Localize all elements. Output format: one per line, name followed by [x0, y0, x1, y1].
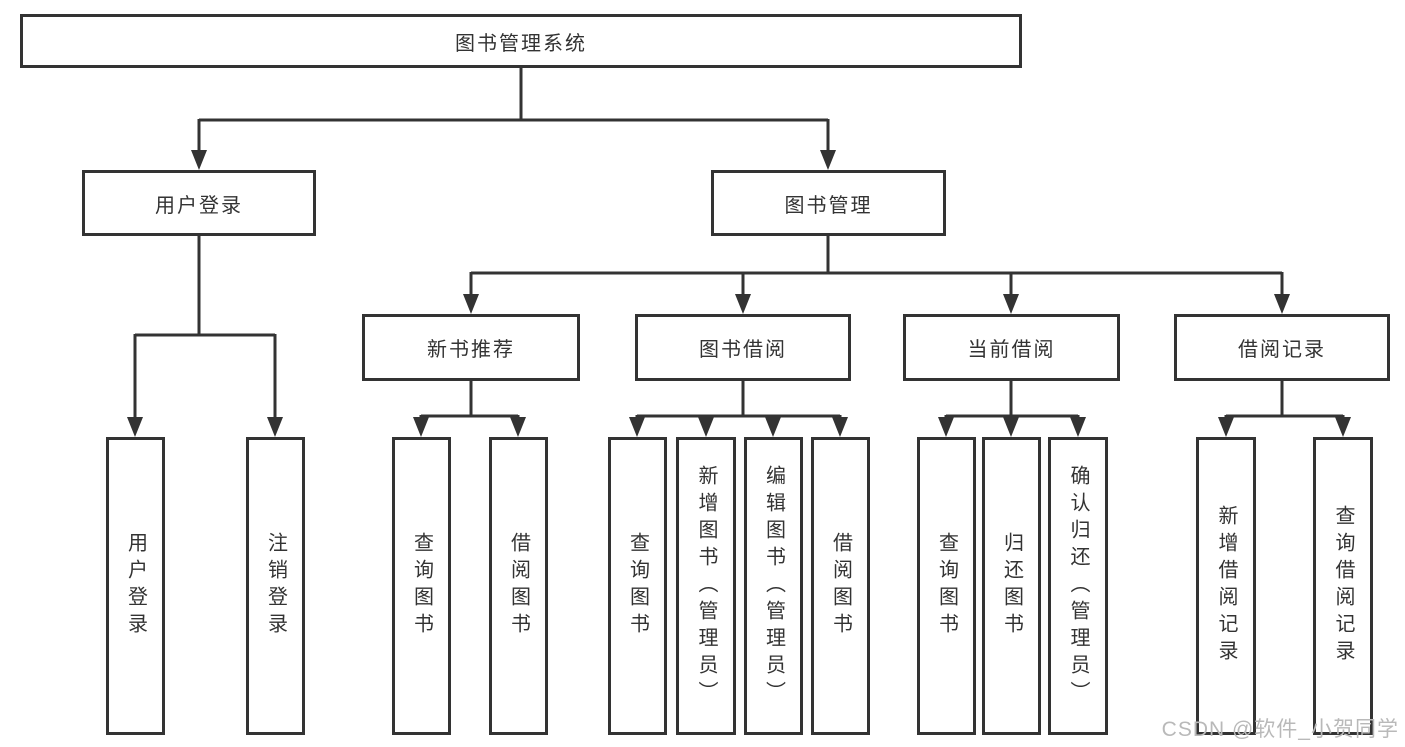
arrowhead	[629, 417, 645, 437]
leaf-query-books-borrow: 查询图书	[608, 437, 667, 735]
leaf-user-login-label: 用户登录	[124, 532, 147, 640]
leaf-edit-book-admin: 编辑图书（管理员）	[744, 437, 803, 735]
connector-userlogin-to-leaves	[133, 236, 277, 421]
arrowhead	[1218, 417, 1234, 437]
arrowhead	[765, 417, 781, 437]
leaf-borrow-books-recommend: 借阅图书	[489, 437, 548, 735]
leaf-query-books-current: 查询图书	[917, 437, 976, 735]
node-borrow-record: 借阅记录	[1174, 314, 1390, 381]
leaf-query-books-recommend-label: 查询图书	[410, 532, 433, 640]
leaf-borrow-books-label: 借阅图书	[829, 532, 852, 640]
node-system-root: 图书管理系统	[20, 14, 1022, 68]
node-book-management: 图书管理	[711, 170, 946, 236]
node-book-borrow: 图书借阅	[635, 314, 851, 381]
arrowhead	[698, 417, 714, 437]
csdn-watermark: CSDN @软件_小贺同学	[1161, 718, 1399, 741]
connector-bookborrow-to-leaves	[635, 381, 842, 421]
leaf-query-borrow-record: 查询借阅记录	[1313, 437, 1373, 735]
arrowhead	[735, 294, 751, 314]
arrowhead	[1003, 417, 1019, 437]
node-new-book-recommend: 新书推荐	[362, 314, 580, 381]
connector-currentborrow-to-leaves	[944, 381, 1080, 421]
leaf-return-book-label: 归还图书	[1000, 532, 1023, 640]
leaf-logout: 注销登录	[246, 437, 305, 735]
leaf-return-book: 归还图书	[982, 437, 1041, 735]
leaf-query-borrow-record-label: 查询借阅记录	[1332, 505, 1354, 667]
connector-borrowrecord-to-leaves	[1224, 381, 1345, 421]
leaf-add-borrow-record-label: 新增借阅记录	[1215, 505, 1237, 667]
arrowhead	[938, 417, 954, 437]
arrowhead	[1070, 417, 1086, 437]
connector-root-to-level2	[197, 68, 830, 152]
leaf-borrow-books: 借阅图书	[811, 437, 870, 735]
leaf-query-books-current-label: 查询图书	[935, 532, 958, 640]
arrowhead	[1335, 417, 1351, 437]
arrowhead	[510, 417, 526, 437]
arrowhead	[832, 417, 848, 437]
node-user-login: 用户登录	[82, 170, 316, 236]
arrowhead	[127, 417, 143, 437]
leaf-borrow-books-recommend-label: 借阅图书	[507, 532, 530, 640]
connector-bookmgmt-to-level3	[469, 236, 1284, 297]
arrowhead	[820, 150, 836, 170]
leaf-add-book-admin: 新增图书（管理员）	[676, 437, 736, 735]
leaf-confirm-return-admin-label: 确认归还（管理员）	[1067, 464, 1089, 708]
node-current-borrow: 当前借阅	[903, 314, 1120, 381]
arrowhead	[267, 417, 283, 437]
arrowheads	[127, 150, 1351, 437]
arrowhead	[463, 294, 479, 314]
leaf-add-borrow-record: 新增借阅记录	[1196, 437, 1256, 735]
arrowhead	[413, 417, 429, 437]
leaf-user-login: 用户登录	[106, 437, 165, 735]
leaf-add-book-admin-label: 新增图书（管理员）	[695, 464, 717, 708]
arrowhead	[1003, 294, 1019, 314]
leaf-logout-label: 注销登录	[264, 532, 287, 640]
leaf-query-books-recommend: 查询图书	[392, 437, 451, 735]
leaf-query-books-borrow-label: 查询图书	[626, 532, 649, 640]
arrowhead	[1274, 294, 1290, 314]
leaf-confirm-return-admin: 确认归还（管理员）	[1048, 437, 1108, 735]
connector-newbook-to-leaves	[419, 381, 520, 421]
arrowhead	[191, 150, 207, 170]
leaf-edit-book-admin-label: 编辑图书（管理员）	[762, 464, 785, 708]
